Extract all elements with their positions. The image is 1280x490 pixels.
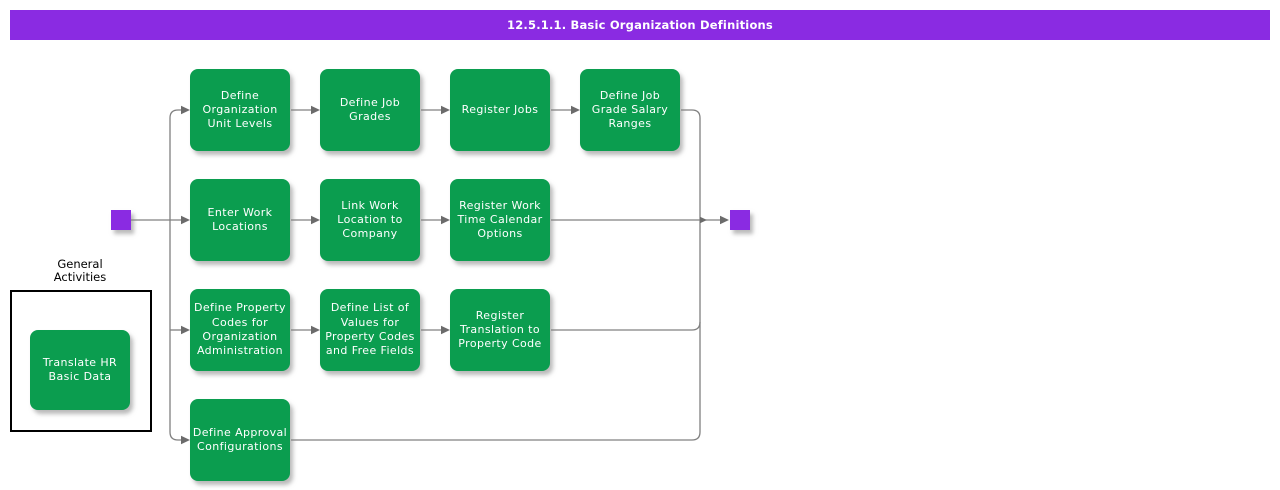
task-define-approval-configurations[interactable]: Define Approval Configurations	[190, 399, 290, 481]
diagram-title-bar: 12.5.1.1. Basic Organization Definitions	[10, 10, 1270, 40]
task-label: Define Job Grade Salary Ranges	[591, 88, 669, 131]
task-link-work-location-to-company[interactable]: Link Work Location to Company	[320, 179, 420, 261]
task-label: Register Translation to Property Code	[458, 308, 542, 351]
task-label: Register Work Time Calendar Options	[457, 198, 543, 241]
task-define-organization-unit-levels[interactable]: Define Organization Unit Levels	[190, 69, 290, 151]
task-label: Define Approval Configurations	[192, 425, 288, 453]
task-enter-work-locations[interactable]: Enter Work Locations	[190, 179, 290, 261]
task-label: Register Jobs	[461, 102, 539, 116]
task-label: Define Organization Unit Levels	[202, 88, 278, 131]
task-register-jobs[interactable]: Register Jobs	[450, 69, 550, 151]
task-register-translation-to-property-code[interactable]: Register Translation to Property Code	[450, 289, 550, 371]
end-node	[730, 210, 750, 230]
task-label: Translate HR Basic Data	[42, 355, 118, 383]
task-define-list-of-values-for-property-codes-and-free-fields[interactable]: Define List of Values for Property Codes…	[320, 289, 420, 371]
task-define-job-grades[interactable]: Define Job Grades	[320, 69, 420, 151]
task-register-work-time-calendar-options[interactable]: Register Work Time Calendar Options	[450, 179, 550, 261]
task-label: Define Job Grades	[339, 95, 401, 123]
task-define-job-grade-salary-ranges[interactable]: Define Job Grade Salary Ranges	[580, 69, 680, 151]
task-translate-hr-basic-data[interactable]: Translate HR Basic Data	[30, 330, 130, 410]
task-label: Link Work Location to Company	[337, 198, 403, 241]
task-label: Define Property Codes for Organization A…	[194, 301, 286, 358]
task-define-property-codes-for-organization-administration[interactable]: Define Property Codes for Organization A…	[190, 289, 290, 371]
start-node	[111, 210, 131, 230]
task-label: Define List of Values for Property Codes…	[325, 301, 415, 358]
page-title: 12.5.1.1. Basic Organization Definitions	[507, 18, 773, 32]
task-label: Enter Work Locations	[207, 205, 273, 233]
general-activities-label: General Activities	[53, 257, 107, 285]
